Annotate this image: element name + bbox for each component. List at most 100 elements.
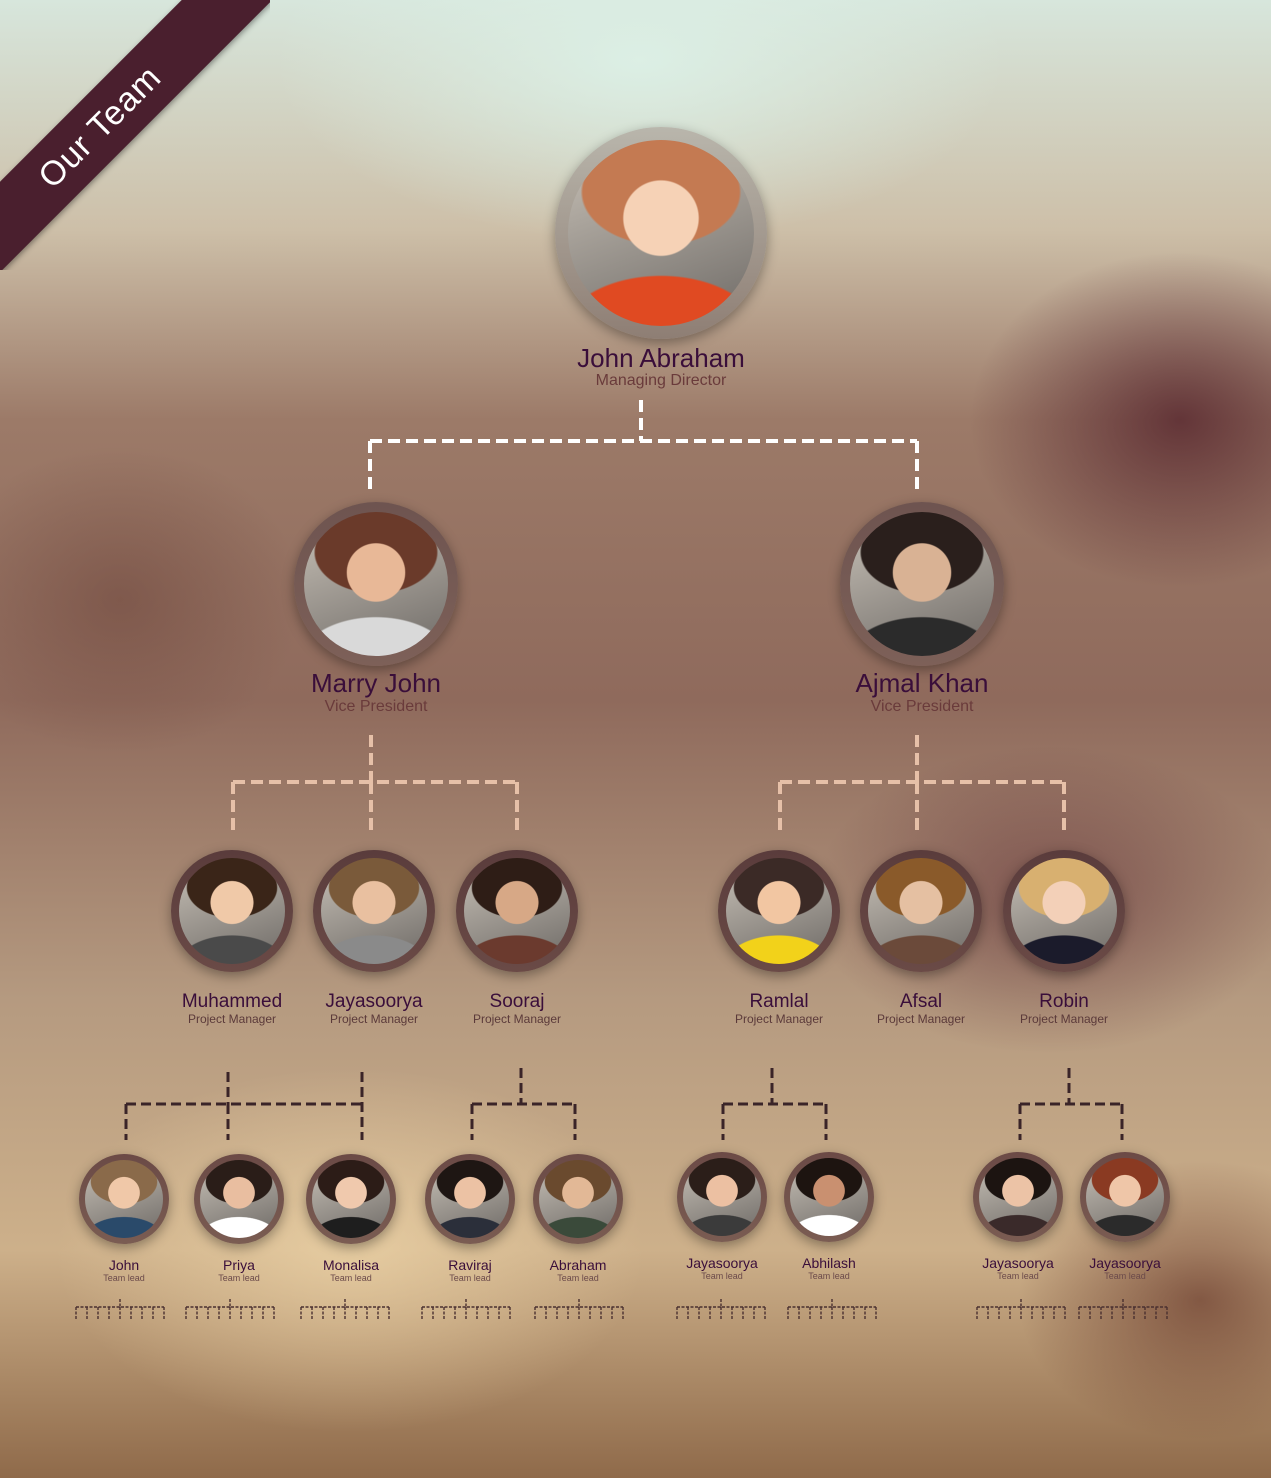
team-lead-name: Raviraj	[448, 1257, 492, 1273]
manager-name: Sooraj	[489, 991, 545, 1012]
team-lead-name: Abhilash	[802, 1255, 856, 1271]
team-lead-name: Monalisa	[322, 1257, 380, 1273]
team-lead-avatar[interactable]	[79, 1154, 169, 1244]
director-connector	[368, 400, 919, 492]
team-lead-name: Abraham	[549, 1257, 607, 1273]
manager-name: Robin	[1039, 991, 1089, 1012]
team-lead-name: Jayasoorya	[686, 1255, 758, 1271]
director-name: John Abraham	[577, 343, 745, 373]
director-avatar[interactable]	[555, 127, 767, 339]
team-lead-avatar[interactable]	[306, 1154, 396, 1244]
sub-team-connector	[75, 1299, 165, 1319]
team-lead-avatar[interactable]	[677, 1152, 767, 1242]
manager-avatar[interactable]	[313, 850, 435, 972]
manager-photo	[1011, 858, 1117, 964]
team-lead-photo	[683, 1158, 761, 1236]
team-lead-avatar[interactable]	[784, 1152, 874, 1242]
sub-team-connector	[976, 1299, 1066, 1319]
team-lead-role: Team lead	[557, 1272, 599, 1283]
vp-name: Ajmal Khan	[855, 668, 989, 698]
team-lead-name: John	[108, 1257, 140, 1273]
manager-connectors	[124, 1068, 1124, 1140]
team-lead-avatar[interactable]	[425, 1154, 515, 1244]
sub-team-connector	[534, 1299, 624, 1319]
team-lead-photo	[312, 1160, 390, 1238]
manager-photo	[868, 858, 974, 964]
manager-role: Project Manager	[734, 1011, 824, 1026]
manager-photo	[321, 858, 427, 964]
manager-photo	[726, 858, 832, 964]
team-lead-photo	[200, 1160, 278, 1238]
team-lead-avatar[interactable]	[1080, 1152, 1170, 1242]
manager-role: Project Manager	[187, 1011, 277, 1026]
team-lead-role: Team lead	[218, 1272, 260, 1283]
manager-name: Muhammed	[181, 991, 283, 1012]
manager-role: Project Manager	[876, 1011, 966, 1026]
manager-avatar[interactable]	[860, 850, 982, 972]
team-lead-photo	[539, 1160, 617, 1238]
team-lead-avatar[interactable]	[194, 1154, 284, 1244]
team-lead-role: Team lead	[330, 1272, 372, 1283]
sub-team-connector	[787, 1299, 877, 1319]
team-lead-avatar[interactable]	[973, 1152, 1063, 1242]
sub-team-connector	[676, 1299, 766, 1319]
team-lead-role: Team lead	[997, 1270, 1039, 1281]
team-lead-photo	[979, 1158, 1057, 1236]
team-lead-photo	[1086, 1158, 1164, 1236]
team-lead-name: Priya	[223, 1257, 255, 1273]
sub-team-connector	[421, 1299, 511, 1319]
team-lead-photo	[431, 1160, 509, 1238]
director-photo	[568, 140, 754, 326]
team-lead-role: Team lead	[808, 1270, 850, 1281]
manager-avatar[interactable]	[171, 850, 293, 972]
manager-role: Project Manager	[1019, 1011, 1109, 1026]
director-role: Managing Director	[595, 372, 727, 390]
manager-avatar[interactable]	[718, 850, 840, 972]
manager-avatar[interactable]	[1003, 850, 1125, 972]
manager-name: Ramlal	[749, 991, 809, 1012]
vp-avatar[interactable]	[840, 502, 1004, 666]
manager-photo	[464, 858, 570, 964]
team-lead-photo	[85, 1160, 163, 1238]
vp-photo	[850, 512, 994, 656]
team-lead-avatar[interactable]	[533, 1154, 623, 1244]
manager-name: Afsal	[899, 991, 943, 1012]
vp-role: Vice President	[324, 698, 428, 716]
team-lead-photo	[790, 1158, 868, 1236]
team-lead-role: Team lead	[1104, 1270, 1146, 1281]
sub-team-connector	[300, 1299, 390, 1319]
team-lead-role: Team lead	[449, 1272, 491, 1283]
vp-connectors	[231, 735, 1066, 832]
vp-avatar[interactable]	[294, 502, 458, 666]
manager-name: Jayasoorya	[325, 991, 423, 1012]
manager-role: Project Manager	[329, 1011, 419, 1026]
vp-photo	[304, 512, 448, 656]
sub-team-connector	[185, 1299, 275, 1319]
team-lead-name: Jayasoorya	[982, 1255, 1054, 1271]
manager-photo	[179, 858, 285, 964]
team-lead-name: Jayasoorya	[1089, 1255, 1161, 1271]
sub-team-connector	[1078, 1299, 1168, 1319]
manager-role: Project Manager	[472, 1011, 562, 1026]
team-lead-role: Team lead	[103, 1272, 145, 1283]
vp-role: Vice President	[870, 698, 974, 716]
manager-avatar[interactable]	[456, 850, 578, 972]
